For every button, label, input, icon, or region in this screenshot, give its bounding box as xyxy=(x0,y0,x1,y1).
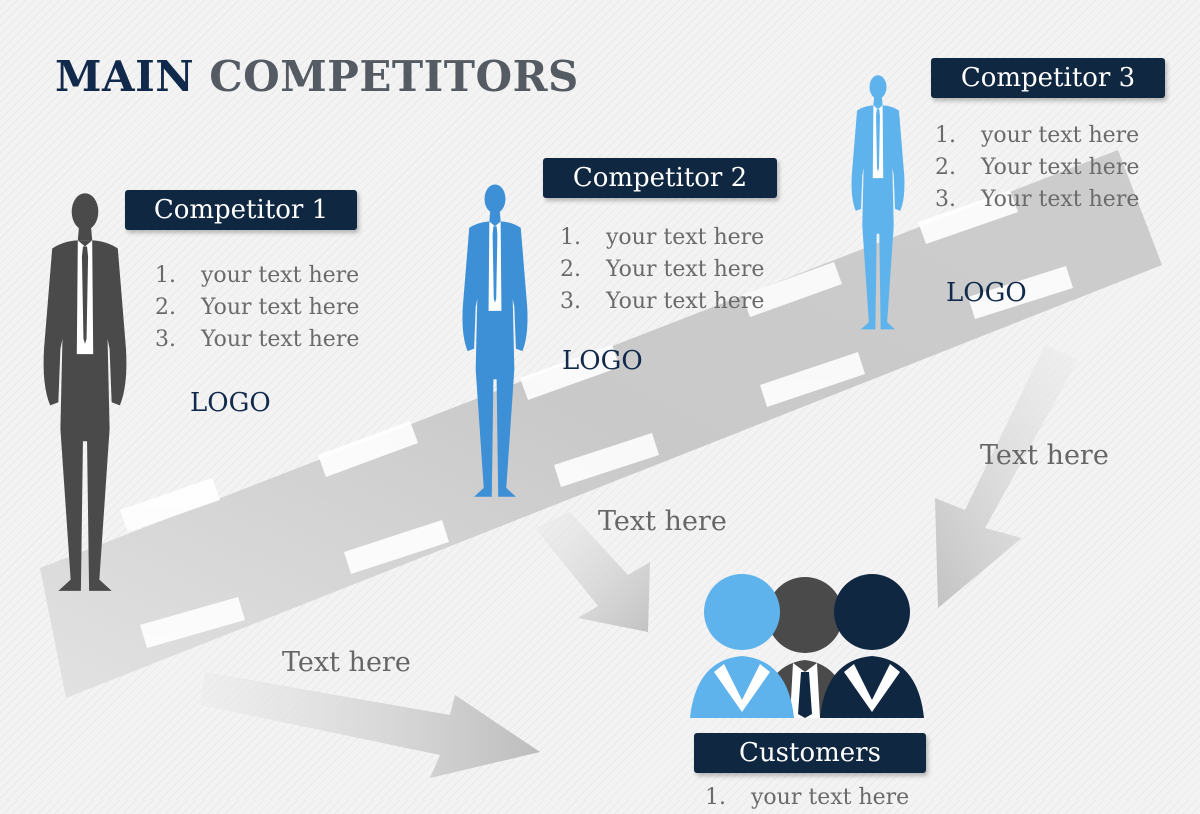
competitor-2-points: 1.your text here 2.Your text here 3.Your… xyxy=(560,222,764,318)
competitor-1-points: 1.your text here 2.Your text here 3.Your… xyxy=(155,260,359,356)
arrow-middle xyxy=(535,512,650,632)
list-item: 1.your text here xyxy=(705,785,910,810)
list-item: 1.your text here xyxy=(560,225,765,250)
competitor-1-logo: LOGO xyxy=(190,388,271,418)
customers-points: 1.your text here xyxy=(705,782,909,814)
arrow-note-right: Text here xyxy=(980,440,1109,471)
page-title: MAIN COMPETITORS xyxy=(55,52,579,101)
road-dashes xyxy=(120,190,1073,648)
customers-label: Customers xyxy=(694,733,926,773)
title-competitors: COMPETITORS xyxy=(209,52,579,101)
arrow-right xyxy=(935,345,1078,608)
list-item: 3.Your text here xyxy=(560,289,765,314)
list-item: 3.Your text here xyxy=(155,327,360,352)
title-main: MAIN xyxy=(55,52,195,101)
competitor-3-logo: LOGO xyxy=(946,278,1027,308)
arrow-bottom-left xyxy=(200,672,540,778)
customers-group-icon xyxy=(690,574,924,718)
arrow-note-bottom-left: Text here xyxy=(282,647,411,678)
list-item: 2.Your text here xyxy=(560,257,765,282)
list-item: 1.your text here xyxy=(935,123,1140,148)
competitor-1-figure xyxy=(43,193,127,591)
competitor-3-points: 1.your text here 2.Your text here 3.Your… xyxy=(935,120,1139,216)
competitor-2-logo: LOGO xyxy=(562,346,643,376)
list-item: 3.Your text here xyxy=(935,187,1140,212)
arrow-note-middle: Text here xyxy=(598,506,727,537)
list-item: 2.Your text here xyxy=(155,295,360,320)
list-item: 1.your text here xyxy=(155,263,360,288)
competitor-3-label: Competitor 3 xyxy=(931,58,1165,98)
competitor-2-label: Competitor 2 xyxy=(543,158,777,198)
competitor-1-label: Competitor 1 xyxy=(125,190,357,230)
list-item: 2.Your text here xyxy=(935,155,1140,180)
